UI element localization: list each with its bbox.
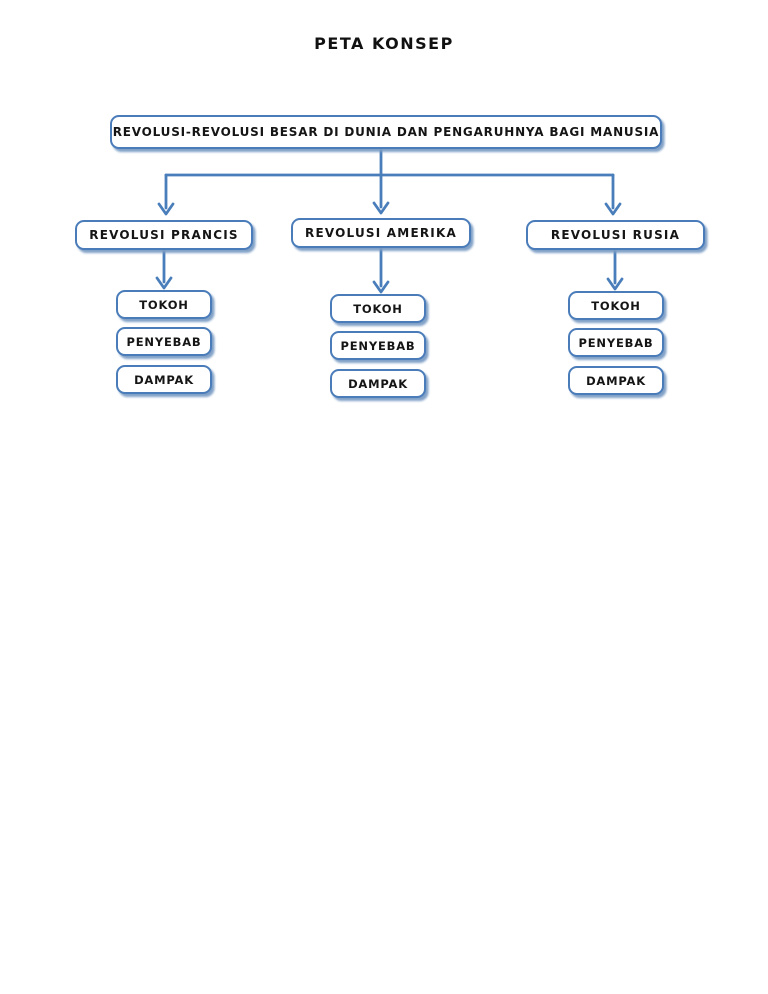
page-title: PETA KONSEP (314, 34, 454, 53)
leaf-node-prancis-dampak: DAMPAK (116, 365, 212, 394)
root-node: REVOLUSI-REVOLUSI BESAR DI DUNIA DAN PEN… (110, 115, 662, 149)
leaf-node-prancis-tokoh: TOKOH (116, 290, 212, 319)
arrowhead-root-to-amerika (372, 201, 390, 215)
leaf-node-rusia-tokoh: TOKOH (568, 291, 664, 320)
arrowhead-amerika-to-tokoh (372, 280, 390, 294)
leaf-node-amerika-penyebab: PENYEBAB (330, 331, 426, 360)
leaf-node-amerika-dampak: DAMPAK (330, 369, 426, 398)
leaf-node-rusia-penyebab: PENYEBAB (568, 328, 664, 357)
arrowhead-rail-to-rusia (604, 202, 622, 216)
branch-node-prancis: REVOLUSI PRANCIS (75, 220, 253, 250)
leaf-node-prancis-penyebab: PENYEBAB (116, 327, 212, 356)
arrowhead-rail-to-prancis (157, 202, 175, 216)
leaf-node-amerika-tokoh: TOKOH (330, 294, 426, 323)
arrowhead-prancis-to-tokoh (155, 276, 173, 290)
branch-node-amerika: REVOLUSI AMERIKA (291, 218, 471, 248)
branch-node-rusia: REVOLUSI RUSIA (526, 220, 705, 250)
leaf-node-rusia-dampak: DAMPAK (568, 366, 664, 395)
arrowhead-rusia-to-tokoh (606, 277, 624, 291)
